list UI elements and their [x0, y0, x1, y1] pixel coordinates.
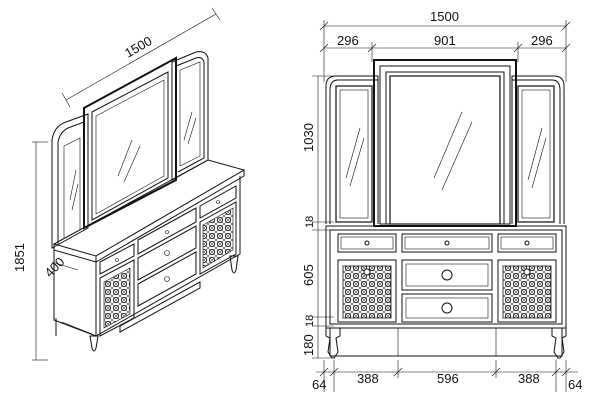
- front-top-center-label: 901: [434, 33, 456, 48]
- front-cabinet: [325, 225, 567, 357]
- isometric-view: 1500 1851 400: [12, 7, 246, 361]
- front-gap-upper-label: 18: [304, 216, 316, 228]
- iso-width-label: 1500: [122, 33, 155, 60]
- drawer-top-center: [401, 233, 493, 253]
- front-bottom-left-label: 388: [357, 371, 379, 386]
- iso-left-mirror: [51, 113, 89, 249]
- front-legs: [325, 327, 567, 359]
- lattice-door-right: [497, 259, 557, 323]
- drawer-bottom-center: [401, 293, 493, 323]
- front-bottom-right-edge-label: 64: [568, 377, 582, 392]
- front-right-mirror: [511, 75, 565, 224]
- drawer-top-left: [337, 233, 397, 253]
- iso-height-dimension: 1851: [12, 141, 48, 361]
- front-top-left-label: 296: [337, 33, 359, 48]
- front-center-mirror: [373, 59, 517, 227]
- plinth: [329, 327, 563, 357]
- drawer-middle-center: [401, 259, 493, 291]
- front-bottom-right-label: 388: [518, 371, 540, 386]
- front-overall-width-dimension: 1500: [319, 9, 571, 82]
- front-bottom-center-label: 596: [437, 371, 459, 386]
- front-leg-height-label: 180: [301, 334, 316, 356]
- front-gap-lower-label: 18: [304, 315, 316, 327]
- iso-right-mirror: [171, 51, 209, 181]
- front-left-mirror: [325, 75, 379, 224]
- front-bottom-dimension: 64 388 596 388 64: [312, 360, 582, 392]
- front-top-segment-dimension: 296 901 296: [319, 33, 571, 62]
- front-view: 1500 296 901 296 1030 18 605: [301, 9, 582, 392]
- front-cabinet-height-label: 605: [301, 264, 316, 286]
- front-overall-width-label: 1500: [430, 9, 459, 24]
- iso-height-label: 1851: [12, 243, 27, 272]
- lattice-door-left: [337, 259, 397, 323]
- iso-legs: [55, 255, 239, 352]
- drawer-top-right: [497, 233, 557, 253]
- iso-top-surface: [52, 159, 246, 263]
- front-mirror-height-label: 1030: [301, 123, 316, 152]
- iso-cabinet-body: [53, 176, 241, 337]
- front-vertical-dimensions: 1030 18 605 18 180: [301, 75, 334, 359]
- iso-center-mirror: [83, 56, 177, 230]
- front-top-right-label: 296: [531, 33, 553, 48]
- front-bottom-left-edge-label: 64: [312, 377, 326, 392]
